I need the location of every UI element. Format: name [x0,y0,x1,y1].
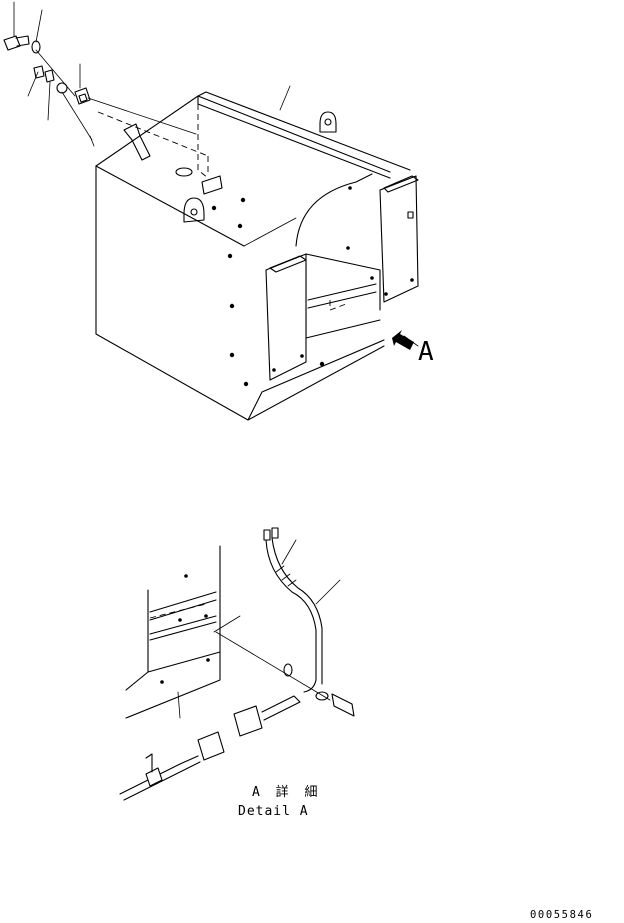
sensor-cable [215,527,355,737]
view-a-label: A [418,337,434,367]
connector-plug [119,731,225,801]
view-a-arrow: A [392,330,434,367]
detail-a-view: A 詳 細 Detail A [119,527,355,819]
tank-assembly-view: A [3,1,434,421]
tank-body [95,85,419,421]
bolt-hardware [3,1,197,147]
drawing-number: 00055846 [530,909,593,921]
detail-caption-en: Detail A [238,804,309,819]
detail-caption-jp: A 詳 細 [252,784,321,800]
